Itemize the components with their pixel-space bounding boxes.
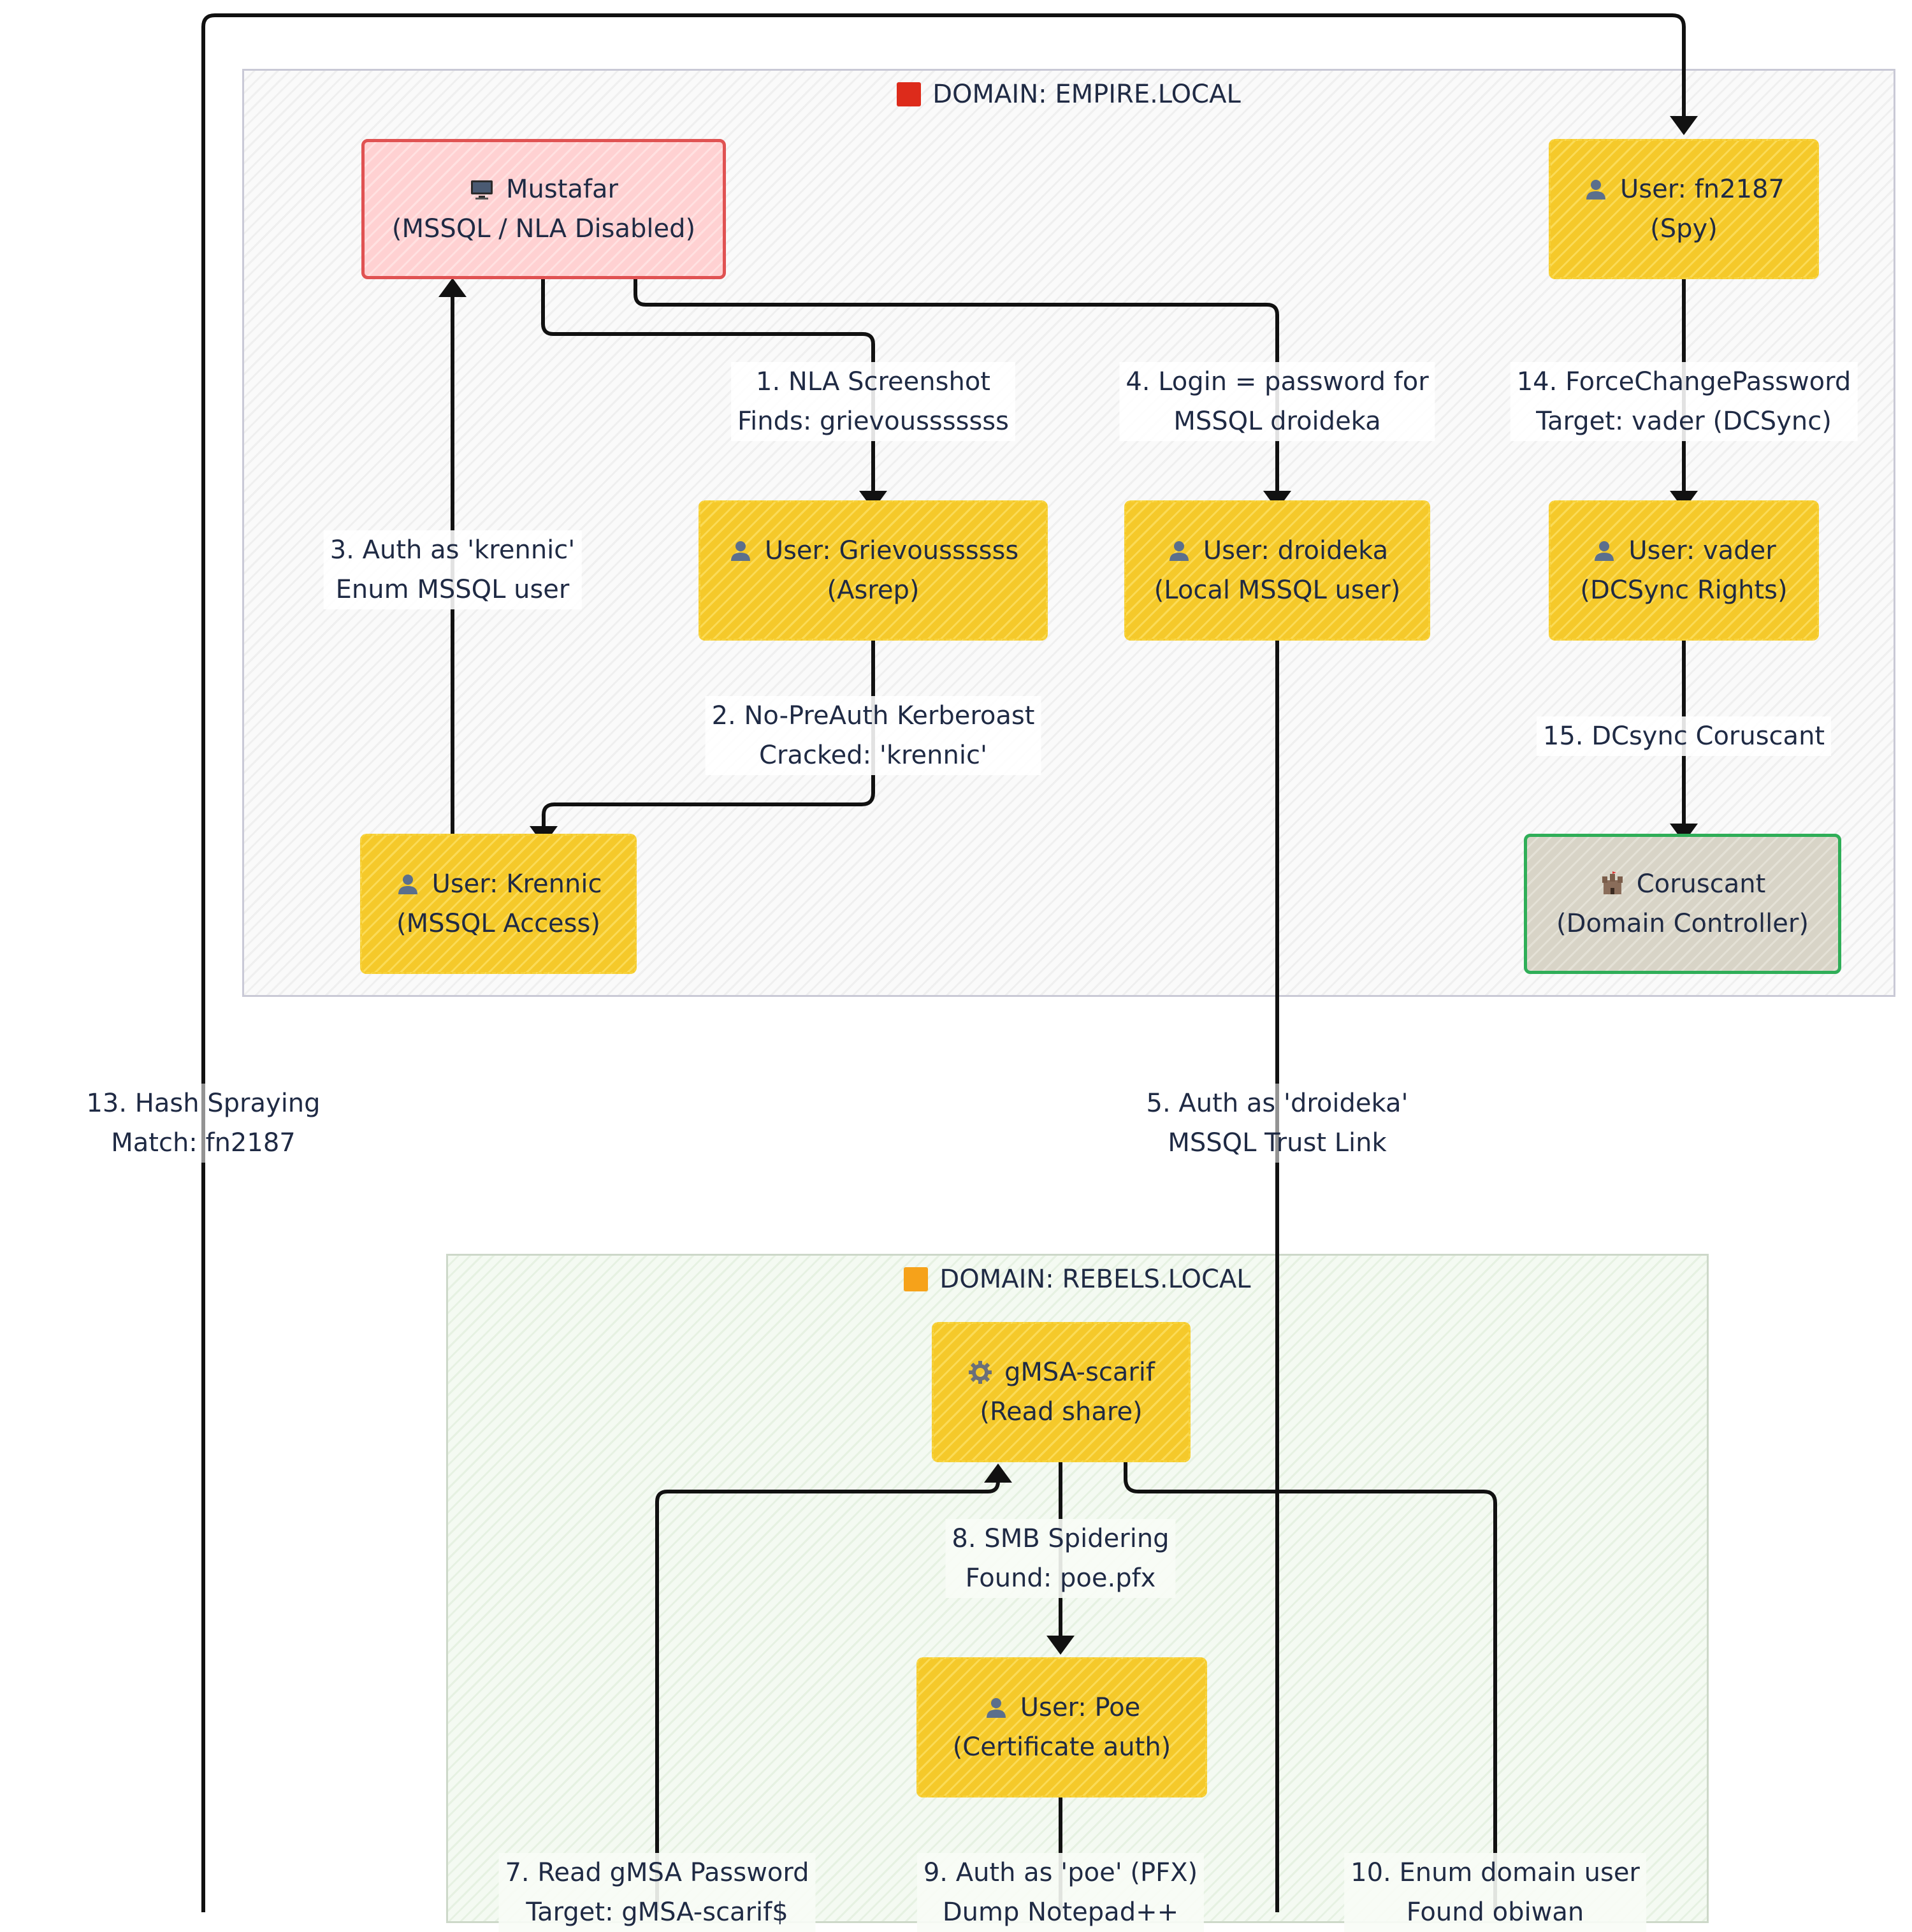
edge-label-4-line1: 4. Login = password for xyxy=(1126,367,1429,396)
edge-label-4: 4. Login = password for MSSQL droideka xyxy=(1119,362,1435,441)
node-vader-subtitle: (DCSync Rights) xyxy=(1580,576,1788,605)
node-gmsa-title: gMSA-scarif xyxy=(1004,1358,1155,1387)
edge-label-7-line2: Target: gMSA-scarif$ xyxy=(526,1898,788,1927)
edge-label-3: 3. Auth as 'krennic' Enum MSSQL user xyxy=(323,530,582,609)
node-krennic[interactable]: User: Krennic (MSSQL Access) xyxy=(360,834,637,974)
node-gmsa-subtitle: (Read share) xyxy=(980,1397,1143,1427)
edge-label-9-line1: 9. Auth as 'poe' (PFX) xyxy=(923,1858,1198,1887)
node-poe-title: User: Poe xyxy=(1020,1693,1141,1722)
edge-label-5: 5. Auth as 'droideka' MSSQL Trust Link xyxy=(1140,1084,1415,1163)
user-icon xyxy=(1595,541,1614,561)
edge-label-13-line1: 13. Hash Spraying xyxy=(86,1089,321,1118)
user-icon xyxy=(730,541,750,561)
edge-label-10-line1: 10. Enum domain user xyxy=(1351,1858,1640,1887)
user-icon xyxy=(1169,541,1189,561)
edge-label-5-line1: 5. Auth as 'droideka' xyxy=(1146,1089,1409,1118)
edge-label-14-line1: 14. ForceChangePassword xyxy=(1516,367,1851,396)
user-icon xyxy=(1586,180,1606,200)
node-krennic-title: User: Krennic xyxy=(431,869,602,899)
edge-label-1: 1. NLA Screenshot Finds: grievousssssss xyxy=(731,362,1015,441)
edge-7-read-gmsa-password xyxy=(655,1472,1000,1912)
node-droideka[interactable]: User: droideka (Local MSSQL user) xyxy=(1124,500,1430,641)
edge-label-8: 8. SMB Spidering Found: poe.pfx xyxy=(945,1519,1176,1598)
orange-square-icon xyxy=(904,1267,929,1291)
edge-1-mustafar-to-grievous xyxy=(541,279,875,491)
edge-label-7: 7. Read gMSA Password Target: gMSA-scari… xyxy=(498,1853,816,1932)
node-coruscant[interactable]: Coruscant (Domain Controller) xyxy=(1524,834,1841,974)
node-droideka-title: User: droideka xyxy=(1203,536,1389,565)
arrowhead-3 xyxy=(438,278,467,297)
arrowhead-7 xyxy=(984,1464,1012,1483)
node-grievous[interactable]: User: Grievoussssss (Asrep) xyxy=(699,500,1048,641)
node-coruscant-title: Coruscant xyxy=(1636,869,1766,899)
node-coruscant-subtitle: (Domain Controller) xyxy=(1556,909,1809,938)
arrowhead-8 xyxy=(1047,1636,1075,1655)
edge-4-mustafar-to-droideka xyxy=(634,279,1279,491)
edge-label-7-line1: 7. Read gMSA Password xyxy=(505,1858,809,1887)
edge-2-grievous-to-krennic xyxy=(542,641,875,826)
node-droideka-subtitle: (Local MSSQL user) xyxy=(1154,576,1401,605)
node-vader-title: User: vader xyxy=(1628,536,1776,565)
edge-label-2-line1: 2. No-PreAuth Kerberoast xyxy=(711,701,1035,730)
edge-label-2: 2. No-PreAuth Kerberoast Cracked: 'krenn… xyxy=(705,696,1041,775)
node-grievous-subtitle: (Asrep) xyxy=(827,576,920,605)
edge-label-9: 9. Auth as 'poe' (PFX) Dump Notepad++ xyxy=(916,1853,1205,1932)
node-poe[interactable]: User: Poe (Certificate auth) xyxy=(916,1657,1207,1798)
edge-label-1-line2: Finds: grievousssssss xyxy=(737,407,1009,436)
node-fn2187-title: User: fn2187 xyxy=(1620,175,1785,204)
edge-label-2-line2: Cracked: 'krennic' xyxy=(759,741,987,770)
node-mustafar-title: Mustafar xyxy=(506,175,618,204)
edge-label-3-line1: 3. Auth as 'krennic' xyxy=(330,535,576,565)
node-mustafar-subtitle: (MSSQL / NLA Disabled) xyxy=(391,214,696,243)
cluster-empire-title-text: DOMAIN: EMPIRE.LOCAL xyxy=(932,80,1241,109)
arrowhead-13 xyxy=(1670,116,1698,135)
edge-label-4-line2: MSSQL droideka xyxy=(1173,407,1381,436)
gear-icon xyxy=(969,1361,992,1384)
edge-label-10: 10. Enum domain user Found obiwan xyxy=(1344,1853,1646,1932)
edge-label-9-line2: Dump Notepad++ xyxy=(942,1898,1179,1927)
node-fn2187-subtitle: (Spy) xyxy=(1650,214,1718,243)
edge-13-hash-spraying-to-fn2187 xyxy=(201,13,1686,1912)
castle-icon xyxy=(1602,871,1623,894)
edge-label-5-line2: MSSQL Trust Link xyxy=(1168,1128,1387,1158)
edge-label-3-line2: Enum MSSQL user xyxy=(335,575,570,604)
user-icon xyxy=(986,1698,1006,1718)
edge-label-13-line2: Match: fn2187 xyxy=(111,1128,296,1158)
node-fn2187[interactable]: User: fn2187 (Spy) xyxy=(1549,139,1819,279)
node-vader[interactable]: User: vader (DCSync Rights) xyxy=(1549,500,1819,641)
edge-label-14: 14. ForceChangePassword Target: vader (D… xyxy=(1510,362,1858,441)
edge-label-10-line2: Found obiwan xyxy=(1406,1898,1584,1927)
edge-10-gmsa-to-enum xyxy=(1124,1462,1497,1912)
edge-label-1-line1: 1. NLA Screenshot xyxy=(756,367,990,396)
edge-label-13: 13. Hash Spraying Match: fn2187 xyxy=(80,1084,327,1163)
monitor-icon xyxy=(471,180,493,200)
edge-label-8-line2: Found: poe.pfx xyxy=(965,1564,1156,1593)
cluster-rebels-title: DOMAIN: REBELS.LOCAL xyxy=(448,1265,1707,1294)
node-grievous-title: User: Grievoussssss xyxy=(764,536,1019,565)
user-icon xyxy=(398,875,417,894)
node-krennic-subtitle: (MSSQL Access) xyxy=(396,909,600,938)
cluster-rebels-title-text: DOMAIN: REBELS.LOCAL xyxy=(939,1265,1251,1294)
edge-label-14-line2: Target: vader (DCSync) xyxy=(1536,407,1832,436)
arrowhead-15 xyxy=(1670,824,1698,843)
cluster-empire-title: DOMAIN: EMPIRE.LOCAL xyxy=(244,80,1894,109)
edge-label-8-line1: 8. SMB Spidering xyxy=(952,1524,1170,1553)
red-square-icon xyxy=(897,82,922,106)
node-mustafar[interactable]: Mustafar (MSSQL / NLA Disabled) xyxy=(361,139,726,279)
edge-label-15-line1: 15. DCsync Coruscant xyxy=(1542,722,1825,751)
node-poe-subtitle: (Certificate auth) xyxy=(952,1732,1171,1762)
node-gmsa-scarif[interactable]: gMSA-scarif (Read share) xyxy=(932,1322,1191,1462)
edge-label-15: 15. DCsync Coruscant xyxy=(1536,716,1832,756)
